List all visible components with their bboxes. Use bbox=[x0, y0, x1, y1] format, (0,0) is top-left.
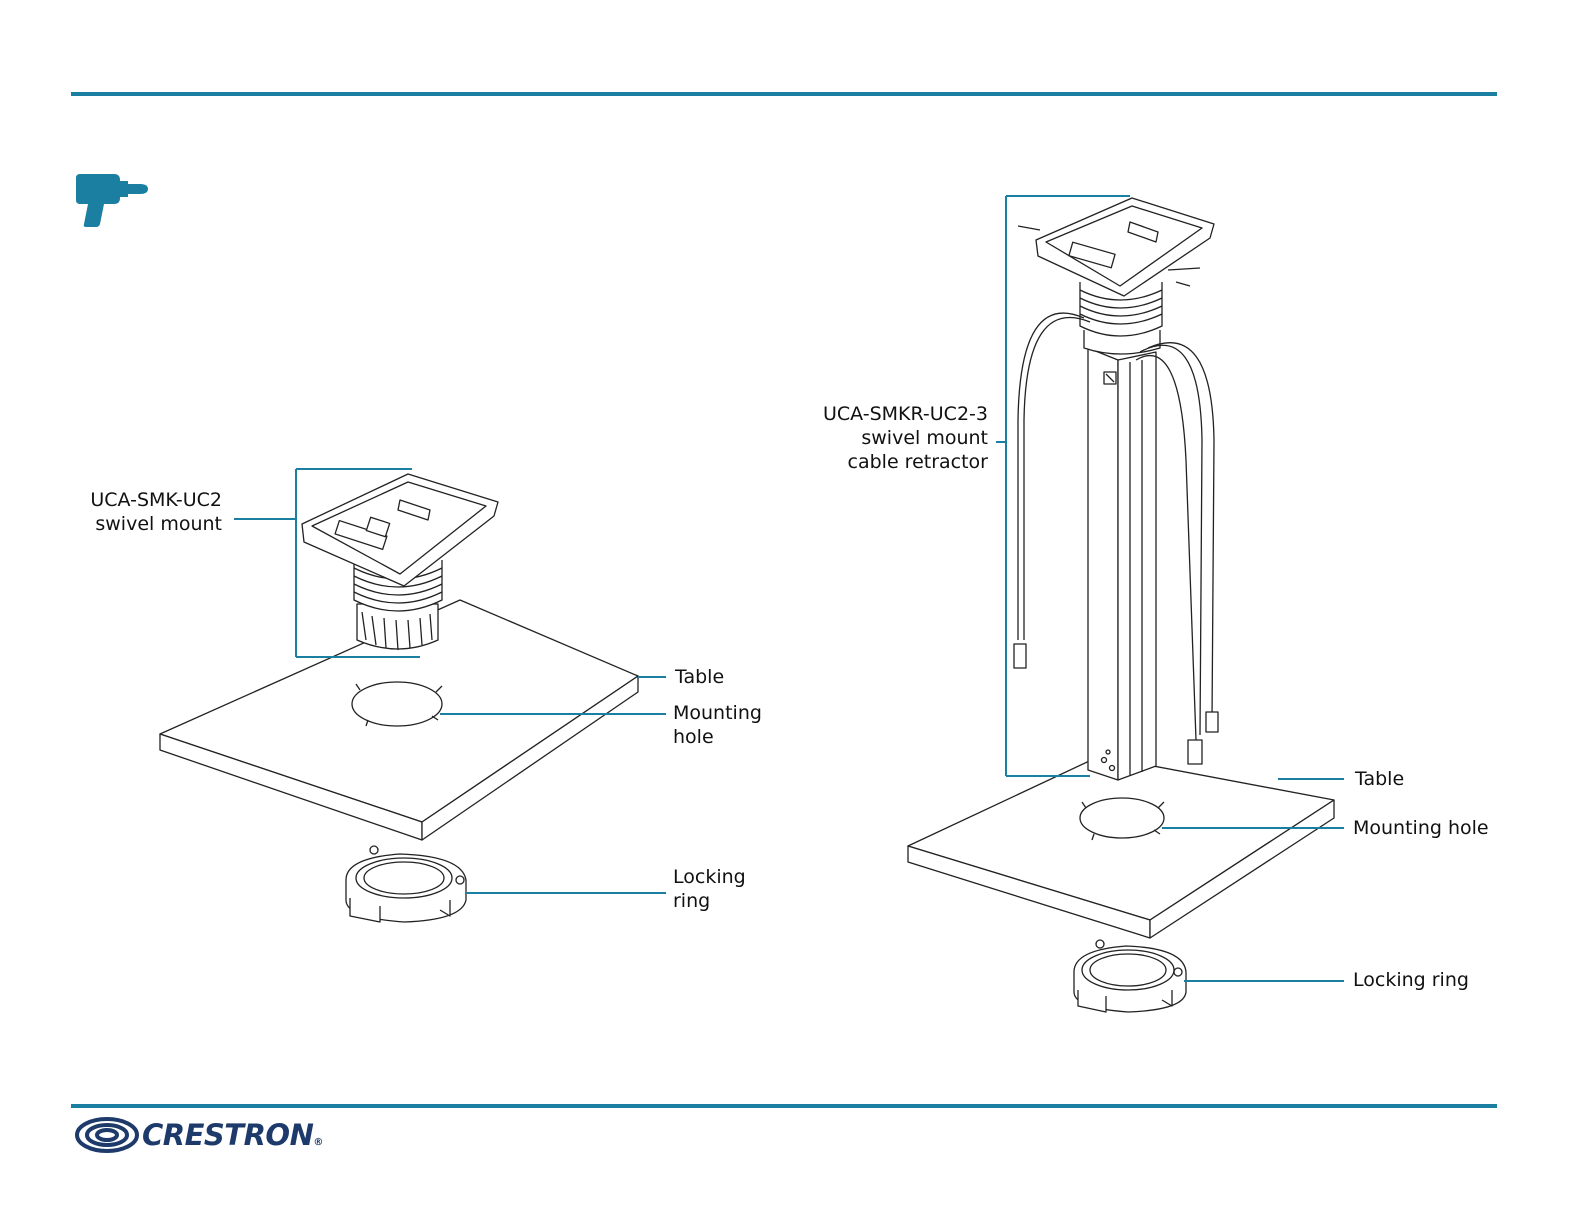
left-hole-label-line-2: hole bbox=[673, 725, 762, 749]
right-mount-label-line-3: cable retractor bbox=[823, 450, 988, 474]
left-locking-ring bbox=[346, 846, 466, 922]
left-ring-label: Locking ring bbox=[673, 865, 746, 913]
right-hole-label: Mounting hole bbox=[1353, 816, 1489, 840]
left-ring-label-line-1: Locking bbox=[673, 865, 746, 889]
left-mount-label-line-1: UCA-SMK-UC2 bbox=[90, 488, 222, 512]
right-locking-ring bbox=[1074, 940, 1186, 1012]
right-table bbox=[908, 756, 1334, 938]
right-retractor-column bbox=[1018, 198, 1214, 780]
left-mount-label: UCA-SMK-UC2 swivel mount bbox=[90, 488, 222, 536]
registered-mark: ® bbox=[313, 1137, 323, 1148]
left-hole-label: Mounting hole bbox=[673, 701, 762, 749]
right-mount-label: UCA-SMKR-UC2-3 swivel mount cable retrac… bbox=[823, 402, 988, 474]
left-ring-label-line-2: ring bbox=[673, 889, 746, 913]
crestron-logo: CRESTRON® bbox=[142, 1118, 323, 1152]
right-mount-label-line-2: swivel mount bbox=[823, 426, 988, 450]
crestron-swirl-icon bbox=[74, 1116, 140, 1154]
crestron-wordmark: CRESTRON bbox=[142, 1118, 313, 1152]
right-ring-label: Locking ring bbox=[1353, 968, 1469, 992]
right-table-label: Table bbox=[1355, 767, 1404, 791]
left-table-label: Table bbox=[675, 665, 724, 689]
left-mount-label-line-2: swivel mount bbox=[90, 512, 222, 536]
right-mount-label-line-1: UCA-SMKR-UC2-3 bbox=[823, 402, 988, 426]
left-hole-label-line-1: Mounting bbox=[673, 701, 762, 725]
